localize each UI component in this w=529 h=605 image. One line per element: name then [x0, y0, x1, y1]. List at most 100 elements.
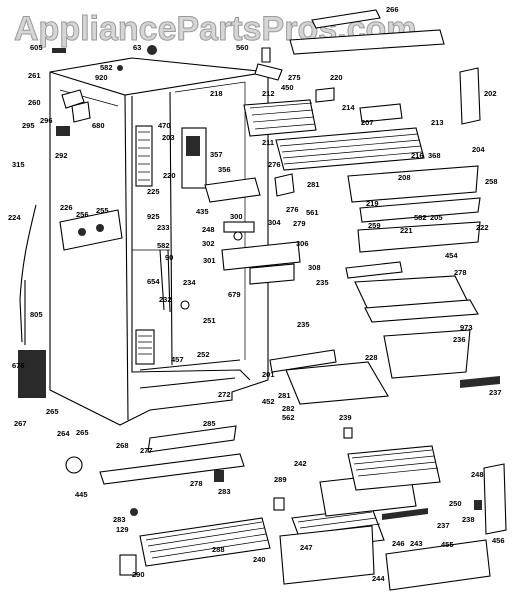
- part-label-308: 308: [308, 263, 321, 272]
- part-label-252: 252: [197, 350, 210, 359]
- part-label-235: 235: [297, 320, 310, 329]
- part-label-266: 266: [386, 5, 399, 14]
- part-label-203: 203: [162, 133, 175, 142]
- part-label-219: 219: [366, 199, 379, 208]
- part-label-560: 560: [236, 43, 249, 52]
- part-label-246: 246: [392, 539, 405, 548]
- part-label-129: 129: [116, 525, 129, 534]
- part-label-243: 243: [410, 539, 423, 548]
- part-label-242: 242: [294, 459, 307, 468]
- part-label-258: 258: [485, 177, 498, 186]
- part-label-216: 216: [411, 151, 424, 160]
- part-label-237: 237: [489, 388, 502, 397]
- part-label-582: 582: [157, 241, 170, 250]
- part-label-920: 920: [95, 73, 108, 82]
- part-label-218: 218: [210, 89, 223, 98]
- part-label-277: 277: [140, 446, 153, 455]
- part-label-289: 289: [274, 475, 287, 484]
- part-label-268: 268: [116, 441, 129, 450]
- part-label-457: 457: [171, 355, 184, 364]
- part-label-235: 235: [316, 278, 329, 287]
- part-label-304: 304: [268, 218, 281, 227]
- part-label-214: 214: [342, 103, 355, 112]
- part-label-279: 279: [293, 219, 306, 228]
- part-label-255: 255: [96, 206, 109, 215]
- part-label-288: 288: [212, 545, 225, 554]
- part-label-450: 450: [281, 83, 294, 92]
- part-label-244: 244: [372, 574, 385, 583]
- part-label-220: 220: [163, 171, 176, 180]
- part-label-240: 240: [253, 555, 266, 564]
- part-label-264: 264: [57, 429, 70, 438]
- part-label-265: 265: [76, 428, 89, 437]
- part-label-256: 256: [76, 210, 89, 219]
- part-label-561: 561: [306, 208, 319, 217]
- part-label-204: 204: [472, 145, 485, 154]
- part-label-207: 207: [361, 118, 374, 127]
- part-label-261: 261: [28, 71, 41, 80]
- part-label-248: 248: [471, 470, 484, 479]
- part-label-454: 454: [445, 251, 458, 260]
- part-label-368: 368: [428, 151, 441, 160]
- part-label-233: 233: [157, 223, 170, 232]
- part-label-296: 296: [40, 116, 53, 125]
- part-label-201: 201: [262, 370, 275, 379]
- crisper-drawers: [65, 425, 507, 591]
- part-label-301: 301: [203, 256, 216, 265]
- refrigerator-cabinet: [18, 57, 269, 426]
- part-label-278: 278: [454, 268, 467, 277]
- part-label-265: 265: [46, 407, 59, 416]
- part-label-356: 356: [218, 165, 231, 174]
- part-label-680: 680: [92, 121, 105, 130]
- part-label-272: 272: [218, 390, 231, 399]
- part-label-234: 234: [183, 278, 196, 287]
- part-label-925: 925: [147, 212, 160, 221]
- part-label-239: 239: [339, 413, 352, 422]
- part-label-282: 282: [282, 404, 295, 413]
- part-label-281: 281: [278, 391, 291, 400]
- part-label-276: 276: [286, 205, 299, 214]
- part-label-220: 220: [330, 73, 343, 82]
- part-label-224: 224: [8, 213, 21, 222]
- part-label-283: 283: [218, 487, 231, 496]
- part-label-295: 295: [22, 121, 35, 130]
- part-label-248: 248: [202, 225, 215, 234]
- part-label-232: 232: [159, 295, 172, 304]
- part-label-562: 562: [282, 413, 295, 422]
- part-label-676: 676: [12, 361, 25, 370]
- part-label-452: 452: [262, 397, 275, 406]
- part-label-605: 605: [30, 43, 43, 52]
- part-label-300: 300: [230, 212, 243, 221]
- part-label-226: 226: [60, 203, 73, 212]
- part-label-281: 281: [307, 180, 320, 189]
- part-label-292: 292: [55, 151, 68, 160]
- part-label-212: 212: [262, 89, 275, 98]
- part-label-259: 259: [368, 221, 381, 230]
- part-label-283: 283: [113, 515, 126, 524]
- part-label-236: 236: [453, 335, 466, 344]
- part-label-237: 237: [437, 521, 450, 530]
- part-label-357: 357: [210, 150, 223, 159]
- part-label-275: 275: [288, 73, 301, 82]
- part-label-202: 202: [484, 89, 497, 98]
- part-label-306: 306: [296, 239, 309, 248]
- part-label-238: 238: [462, 515, 475, 524]
- part-label-285: 285: [203, 419, 216, 428]
- part-label-260: 260: [28, 98, 41, 107]
- part-label-315: 315: [12, 160, 25, 169]
- part-label-278: 278: [190, 479, 203, 488]
- part-label-213: 213: [431, 118, 444, 127]
- part-label-456: 456: [492, 536, 505, 545]
- part-label-654: 654: [147, 277, 160, 286]
- part-label-582: 582: [100, 63, 113, 72]
- part-label-435: 435: [196, 207, 209, 216]
- part-label-211: 211: [262, 138, 274, 147]
- part-label-225: 225: [147, 187, 160, 196]
- part-label-267: 267: [14, 419, 27, 428]
- part-label-208: 208: [398, 173, 411, 182]
- top-hinge-parts: [52, 45, 283, 136]
- part-label-455: 455: [441, 540, 454, 549]
- part-label-247: 247: [300, 543, 313, 552]
- part-label-228: 228: [365, 353, 378, 362]
